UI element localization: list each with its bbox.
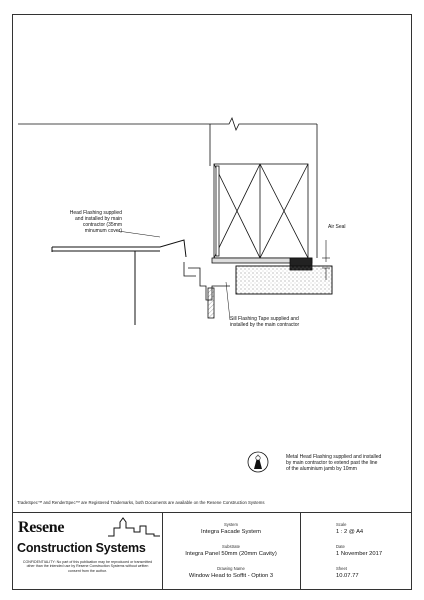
leader-lines: [117, 230, 231, 321]
wall-outline: [18, 116, 318, 258]
brand-logo: Resene: [18, 519, 65, 536]
system-value: Integra Facade System: [201, 529, 261, 535]
air-seal-marker: [322, 240, 330, 280]
title-block-divider: [162, 512, 163, 590]
window-frame: [213, 163, 309, 259]
substrate-value: Integra Panel 50mm (20mm Cavity): [185, 551, 277, 557]
air-seal-note: Air Seal: [328, 224, 346, 230]
skyline-logo-icon: [108, 517, 160, 537]
note-line: by main contractor to extend past the li…: [286, 460, 378, 466]
substrate-label: Substrate: [222, 544, 240, 549]
date-label: Date: [336, 544, 345, 549]
date-value: 1 November 2017: [336, 551, 383, 557]
detail-drawing: [18, 116, 333, 473]
brand-subtitle: Construction Systems: [17, 541, 146, 555]
note-line: of the aluminium jamb by 10mm: [286, 466, 357, 472]
title-block: [12, 512, 412, 591]
note-line: Metal Head Flashing supplied and install…: [286, 454, 382, 460]
scale-value: 1 : 2 @ A4: [336, 529, 364, 535]
title-block-divider: [300, 512, 301, 590]
head-flashing: [51, 239, 187, 325]
system-label: System: [224, 522, 238, 527]
sill-tape-note: Sill Flashing Tape supplied and installe…: [230, 316, 299, 328]
section-callout-icon: [247, 451, 269, 473]
confidentiality-note: CONFIDENTIALITY: No part of this publica…: [22, 560, 153, 573]
drawing-name-value: Window Head to Soffit - Option 3: [188, 573, 274, 579]
scale-label: Scale: [336, 522, 347, 527]
note-line: Head Flashing supplied: [69, 210, 122, 216]
note-line: and installed by main: [75, 216, 122, 222]
trademark-note: TradeSpec™ and RenderSpec™ are Registere…: [17, 500, 265, 505]
sheet-value: 10.07.77: [336, 573, 359, 579]
sheet-border: [12, 14, 412, 590]
note-line: contractor (35mm: [82, 222, 122, 228]
note-line: minumum cover): [84, 228, 122, 234]
drawing-name-label: Drawing Name: [217, 566, 245, 571]
note-line: installed by the main contractor: [230, 322, 300, 328]
sill-assembly: [183, 257, 333, 319]
sheet-label: Sheet: [336, 566, 347, 571]
metal-head-note: Metal Head Flashing supplied and install…: [286, 454, 381, 472]
head-flashing-note: Head Flashing supplied and installed by …: [60, 210, 122, 234]
note-line: Sill Flashing Tape supplied and: [230, 316, 299, 322]
